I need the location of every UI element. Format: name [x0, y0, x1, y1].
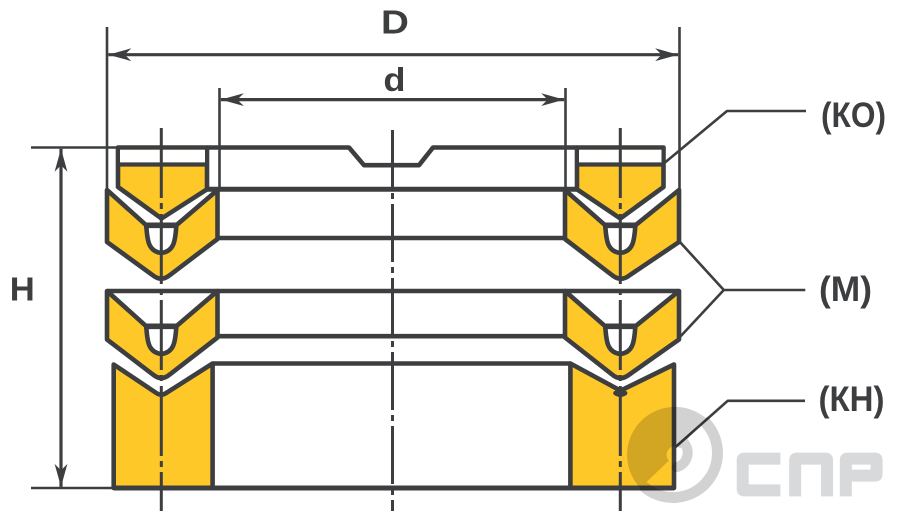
svg-text:D: D: [381, 3, 409, 41]
svg-text:H: H: [10, 271, 35, 308]
svg-text:d: d: [383, 62, 405, 98]
svg-text:(М): (М): [819, 270, 872, 309]
svg-text:(КН): (КН): [819, 380, 885, 419]
svg-text:(КО): (КО): [821, 96, 886, 135]
